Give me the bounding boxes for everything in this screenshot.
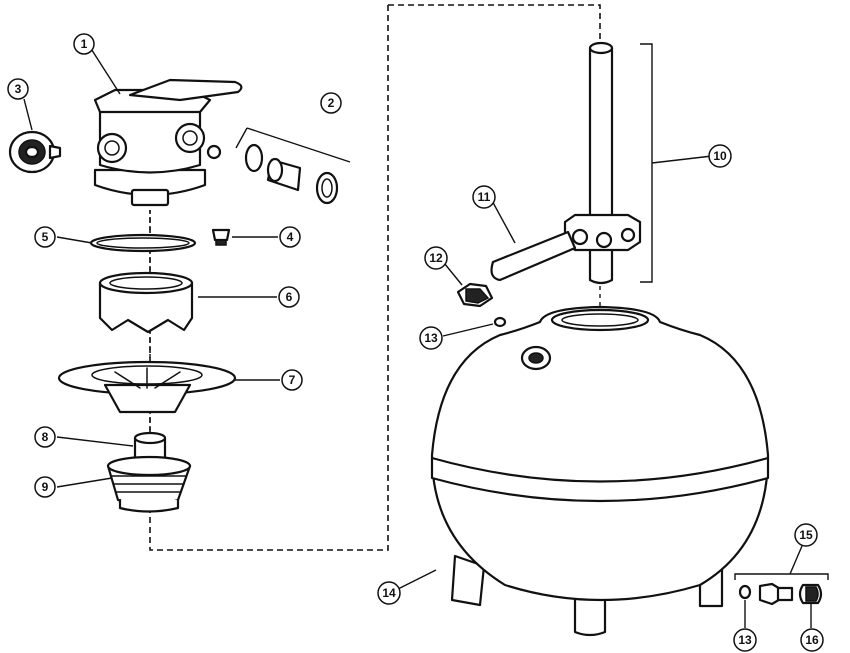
svg-text:9: 9 — [42, 480, 49, 494]
svg-text:6: 6 — [286, 290, 293, 304]
svg-text:5: 5 — [42, 230, 49, 244]
filter-tank — [391, 305, 770, 637]
flange-collar — [98, 271, 194, 334]
drain-assembly — [734, 545, 829, 628]
svg-text:3: 3 — [15, 82, 22, 96]
callout-4: 4 — [279, 226, 301, 248]
svg-text:8: 8 — [42, 430, 49, 444]
callout-13-top: 13 — [419, 326, 443, 350]
svg-text:13: 13 — [738, 633, 752, 647]
callout-3: 3 — [7, 78, 29, 100]
callout-14: 14 — [377, 581, 401, 605]
union-fittings — [235, 127, 351, 205]
svg-text:13: 13 — [424, 331, 438, 345]
callout-9: 9 — [34, 476, 56, 498]
callout-11: 11 — [472, 185, 496, 209]
svg-text:14: 14 — [382, 586, 396, 600]
drain-plug-small — [211, 228, 231, 246]
diffuser-plate — [57, 360, 237, 414]
callout-10: 10 — [708, 144, 732, 168]
callout-7: 7 — [281, 369, 303, 391]
valve-o-ring-inner — [96, 237, 190, 249]
callout-16: 16 — [800, 628, 824, 652]
svg-text:2: 2 — [328, 96, 335, 110]
callout-12: 12 — [424, 246, 448, 270]
callout-5: 5 — [34, 226, 56, 248]
callout-1: 1 — [73, 33, 95, 55]
callout-15: 15 — [794, 523, 818, 547]
callout-13-bottom: 13 — [733, 628, 757, 652]
callout-leaders — [23, 43, 280, 488]
small-o-ring-top — [493, 316, 507, 328]
leader-13a — [442, 323, 494, 337]
svg-text:10: 10 — [713, 149, 727, 163]
svg-text:1: 1 — [81, 37, 88, 51]
callout-2: 2 — [320, 92, 342, 114]
laterals-manifold — [489, 196, 642, 282]
pressure-gauge — [8, 130, 62, 174]
svg-text:12: 12 — [429, 251, 443, 265]
svg-text:7: 7 — [289, 373, 296, 387]
svg-text:11: 11 — [478, 190, 491, 204]
callout-8: 8 — [34, 426, 56, 448]
svg-text:4: 4 — [287, 230, 294, 244]
drain-cap — [439, 257, 494, 308]
lateral-basket — [106, 455, 192, 513]
svg-text:15: 15 — [799, 528, 813, 542]
multiport-valve — [93, 78, 243, 207]
svg-text:16: 16 — [805, 633, 819, 647]
callout-6: 6 — [278, 286, 300, 308]
